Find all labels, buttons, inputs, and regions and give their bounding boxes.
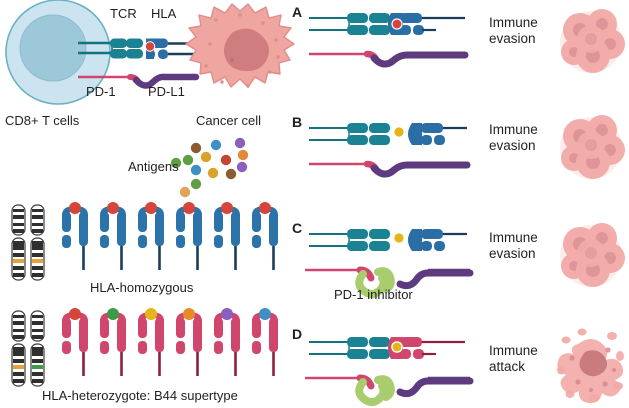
panel-c-tumor-cluster — [560, 223, 625, 287]
hla-heterozygous-row — [62, 308, 278, 376]
chromosome-pair-homozygous — [11, 204, 45, 281]
panel-letter-b: B — [292, 114, 303, 130]
chromosome-pair-heterozygous — [11, 310, 45, 387]
panel-b-graphic — [309, 123, 471, 178]
hla-homozygous-row — [62, 202, 278, 270]
panel-c-outcome: Immune evasion — [489, 230, 538, 262]
panel-d-tumor-cluster-lysed — [557, 328, 624, 404]
left-column-graphic — [5, 0, 295, 387]
panel-d-outcome: Immune attack — [489, 343, 538, 375]
pd1-label: PD-1 — [86, 84, 116, 99]
panel-a-pd1-pdl1-bound — [309, 50, 469, 68]
pdl1-label: PD-L1 — [148, 84, 185, 99]
hla-label: HLA — [151, 6, 177, 21]
panel-b-tumor-cluster — [560, 115, 625, 179]
panel-letter-c: C — [292, 220, 303, 236]
panel-c-graphic — [305, 229, 474, 298]
panel-a-tumor-cluster — [560, 9, 625, 73]
panel-d-pd1-blocked — [305, 374, 474, 406]
antigen-cloud — [170, 137, 249, 198]
panel-d-tcr-hla-bound — [309, 337, 465, 359]
cd8-t-cell-label: CD8+ T cells — [5, 113, 80, 128]
panel-a-graphic — [309, 13, 469, 68]
panel-b-pd1-pdl1-bound — [309, 160, 471, 178]
pd1-pdl1-complex — [78, 73, 200, 89]
hla-homozygous-label: HLA-homozygous — [90, 280, 194, 295]
panel-c-tcr-hla-unbound — [309, 229, 467, 251]
panel-letter-a: A — [292, 4, 303, 20]
panel-d-graphic — [305, 337, 474, 406]
panel-a-outcome: Immune evasion — [489, 15, 538, 47]
panel-b-tcr-hla-unbound — [309, 123, 467, 145]
tcr-label: TCR — [110, 6, 137, 21]
tcr-receptor — [78, 38, 143, 59]
lysed-tumor — [557, 328, 624, 404]
panel-c-pd1-blocked — [305, 266, 474, 298]
cancer-cell — [185, 3, 295, 88]
antigens-label: Antigens — [128, 159, 179, 174]
panel-a-tcr-hla-bound — [309, 13, 465, 35]
panel-letter-d: D — [292, 326, 303, 342]
panel-b-outcome: Immune evasion — [489, 122, 538, 154]
hla-heterozygous-label: HLA-heterozygote: B44 supertype — [42, 388, 238, 403]
cancer-cell-label: Cancer cell — [196, 113, 262, 128]
pd1-inhibitor-label: PD-1 inhibitor — [334, 287, 413, 302]
